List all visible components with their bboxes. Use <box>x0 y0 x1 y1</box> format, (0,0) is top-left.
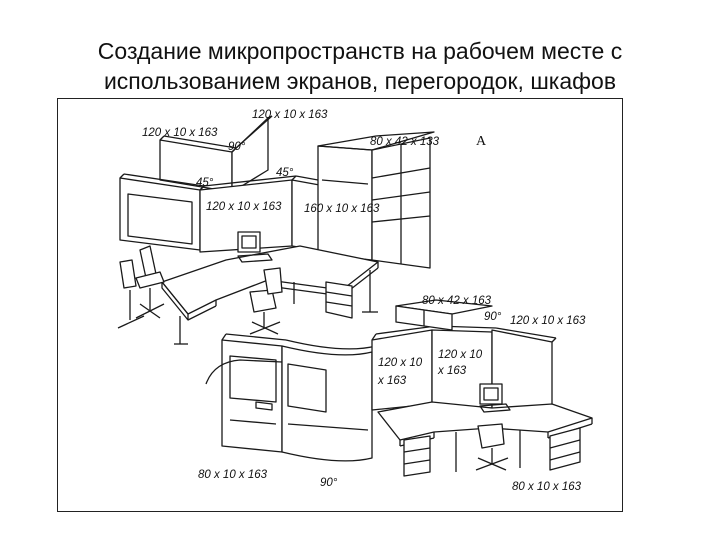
lower-cabinet <box>395 299 493 331</box>
upper-angled-panels <box>159 115 273 193</box>
label-mid-panel-b-line1: 120 x 10 <box>438 349 483 361</box>
label-front-left-panel: 120 x 10 x 163 <box>206 201 282 213</box>
slide-title: Создание микропространств на рабочем мес… <box>0 36 720 96</box>
label-cabinet-top: 80 x 42 x 133 <box>370 136 440 148</box>
lower-curved-panel <box>205 333 377 462</box>
lower-monitor-icon <box>479 383 511 413</box>
label-bottom-right-panel: 80 x 10 x 163 <box>512 481 582 493</box>
upper-cabinet <box>317 131 435 269</box>
upper-chair-left <box>117 245 165 329</box>
label-corner-letter: A <box>476 134 487 149</box>
title-line-2: использованием экранов, перегородок, шка… <box>103 68 617 94</box>
label-angle-bottom: 90° <box>320 477 338 489</box>
upper-chair-center <box>249 267 283 335</box>
lower-right-panels <box>371 325 557 421</box>
label-front-right-panel: 160 x 10 x 163 <box>304 203 380 215</box>
diagram-frame <box>57 98 623 512</box>
label-mid-panel-b-line2: x 163 <box>437 365 467 377</box>
label-top-left-panel: 120 x 10 x 163 <box>142 127 218 139</box>
dimension-labels: 120 x 10 x 163 120 x 10 x 163 90° 80 x 4… <box>142 109 586 493</box>
label-angle-right: 90° <box>484 311 502 323</box>
label-mid-panel-a-line2: x 163 <box>377 375 407 387</box>
label-cabinet-right: 80 x 42 x 163 <box>422 295 492 307</box>
label-right-panel: 120 x 10 x 163 <box>510 315 586 327</box>
label-mid-panel-a-line1: 120 x 10 <box>378 357 423 369</box>
label-bottom-left-panel: 80 x 10 x 163 <box>198 469 268 481</box>
upper-monitor-icon <box>237 231 273 263</box>
label-top-panel: 120 x 10 x 163 <box>252 109 328 121</box>
lower-desk <box>377 401 593 477</box>
title-line-1: Создание микропространств на рабочем мес… <box>97 38 623 64</box>
label-angle-mid: 45° <box>276 167 294 179</box>
label-angle-left: 45° <box>196 177 214 189</box>
label-angle-top: 90° <box>228 141 246 153</box>
lower-chair <box>475 423 509 471</box>
